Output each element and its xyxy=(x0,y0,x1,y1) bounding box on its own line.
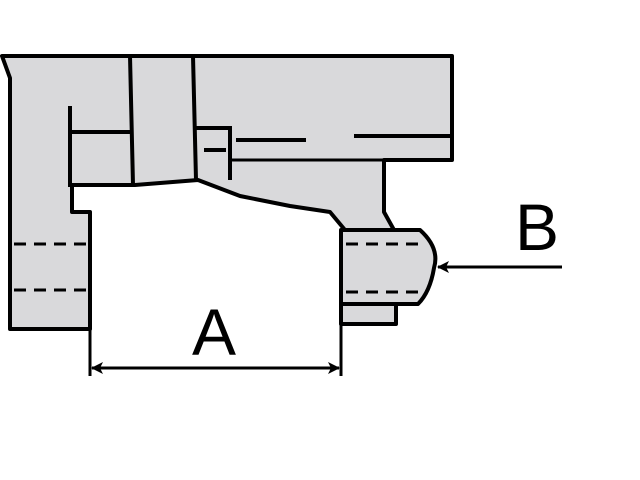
label-b: B xyxy=(515,190,559,264)
pin xyxy=(339,228,438,306)
dimension-a: A xyxy=(88,295,343,376)
internal-lines xyxy=(68,53,454,188)
pointer-b: B xyxy=(437,190,562,273)
label-a: A xyxy=(192,295,236,369)
jaw-hidden-lines xyxy=(14,242,88,292)
